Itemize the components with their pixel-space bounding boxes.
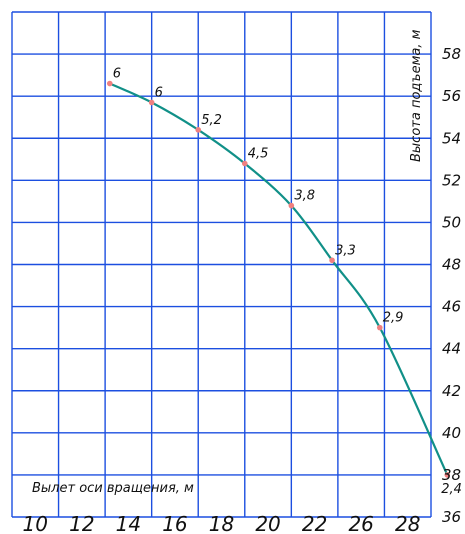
y-tick-label: 40: [442, 424, 461, 442]
x-tick-label: 16: [162, 512, 187, 534]
x-tick-label: 14: [116, 512, 141, 534]
x-tick-labels: 10 12 14 16 18 20 22 26 28: [23, 512, 421, 534]
x-tick-label: 12: [69, 512, 94, 534]
data-label: 3,8: [294, 189, 315, 204]
data-label: 2,4: [441, 482, 462, 497]
data-point: [288, 202, 295, 209]
x-axis-title: Вылет оси вращения, м: [32, 481, 194, 496]
x-tick-label: 10: [23, 512, 48, 534]
data-point: [329, 257, 335, 264]
data-label: 2,9: [383, 311, 404, 326]
y-tick-label: 56: [442, 87, 461, 105]
x-tick-label: 22: [302, 512, 327, 534]
data-label: 4,5: [248, 147, 269, 162]
data-point: [241, 160, 248, 167]
y-tick-label: 58: [442, 45, 461, 63]
chart-grid: [11, 11, 432, 518]
y-tick-label: 48: [442, 256, 461, 274]
data-point: [444, 472, 451, 478]
x-tick-label: 20: [255, 512, 280, 534]
data-point: [106, 80, 113, 87]
data-point: [195, 127, 202, 133]
y-tick-labels: 36 38 40 42 44 46 48 50 52 54 56 58: [442, 45, 461, 526]
data-label: 5,2: [201, 113, 222, 128]
y-tick-label: 44: [442, 340, 461, 358]
y-tick-label: 52: [442, 171, 461, 189]
data-label: 6: [155, 85, 163, 100]
series-line: [109, 82, 449, 476]
x-tick-label: 18: [209, 512, 234, 534]
data-point: [148, 99, 155, 106]
y-tick-label: 54: [442, 129, 461, 147]
data-label: 3,3: [335, 243, 356, 258]
y-tick-label: 38: [442, 466, 461, 484]
y-tick-label: 46: [442, 298, 461, 316]
x-tick-label: 28: [395, 512, 420, 534]
y-tick-label: 50: [442, 213, 461, 231]
data-label: 6: [113, 67, 121, 82]
data-point: [376, 324, 383, 331]
data-points: [106, 80, 451, 478]
y-tick-label: 42: [442, 382, 461, 400]
y-tick-label: 36: [442, 508, 461, 526]
y-axis-title: Высота подъема, м: [409, 29, 424, 162]
data-labels: 6 6 5,2 4,5 3,8 3,3 2,9 2,4: [113, 67, 462, 497]
x-tick-label: 26: [348, 512, 373, 534]
